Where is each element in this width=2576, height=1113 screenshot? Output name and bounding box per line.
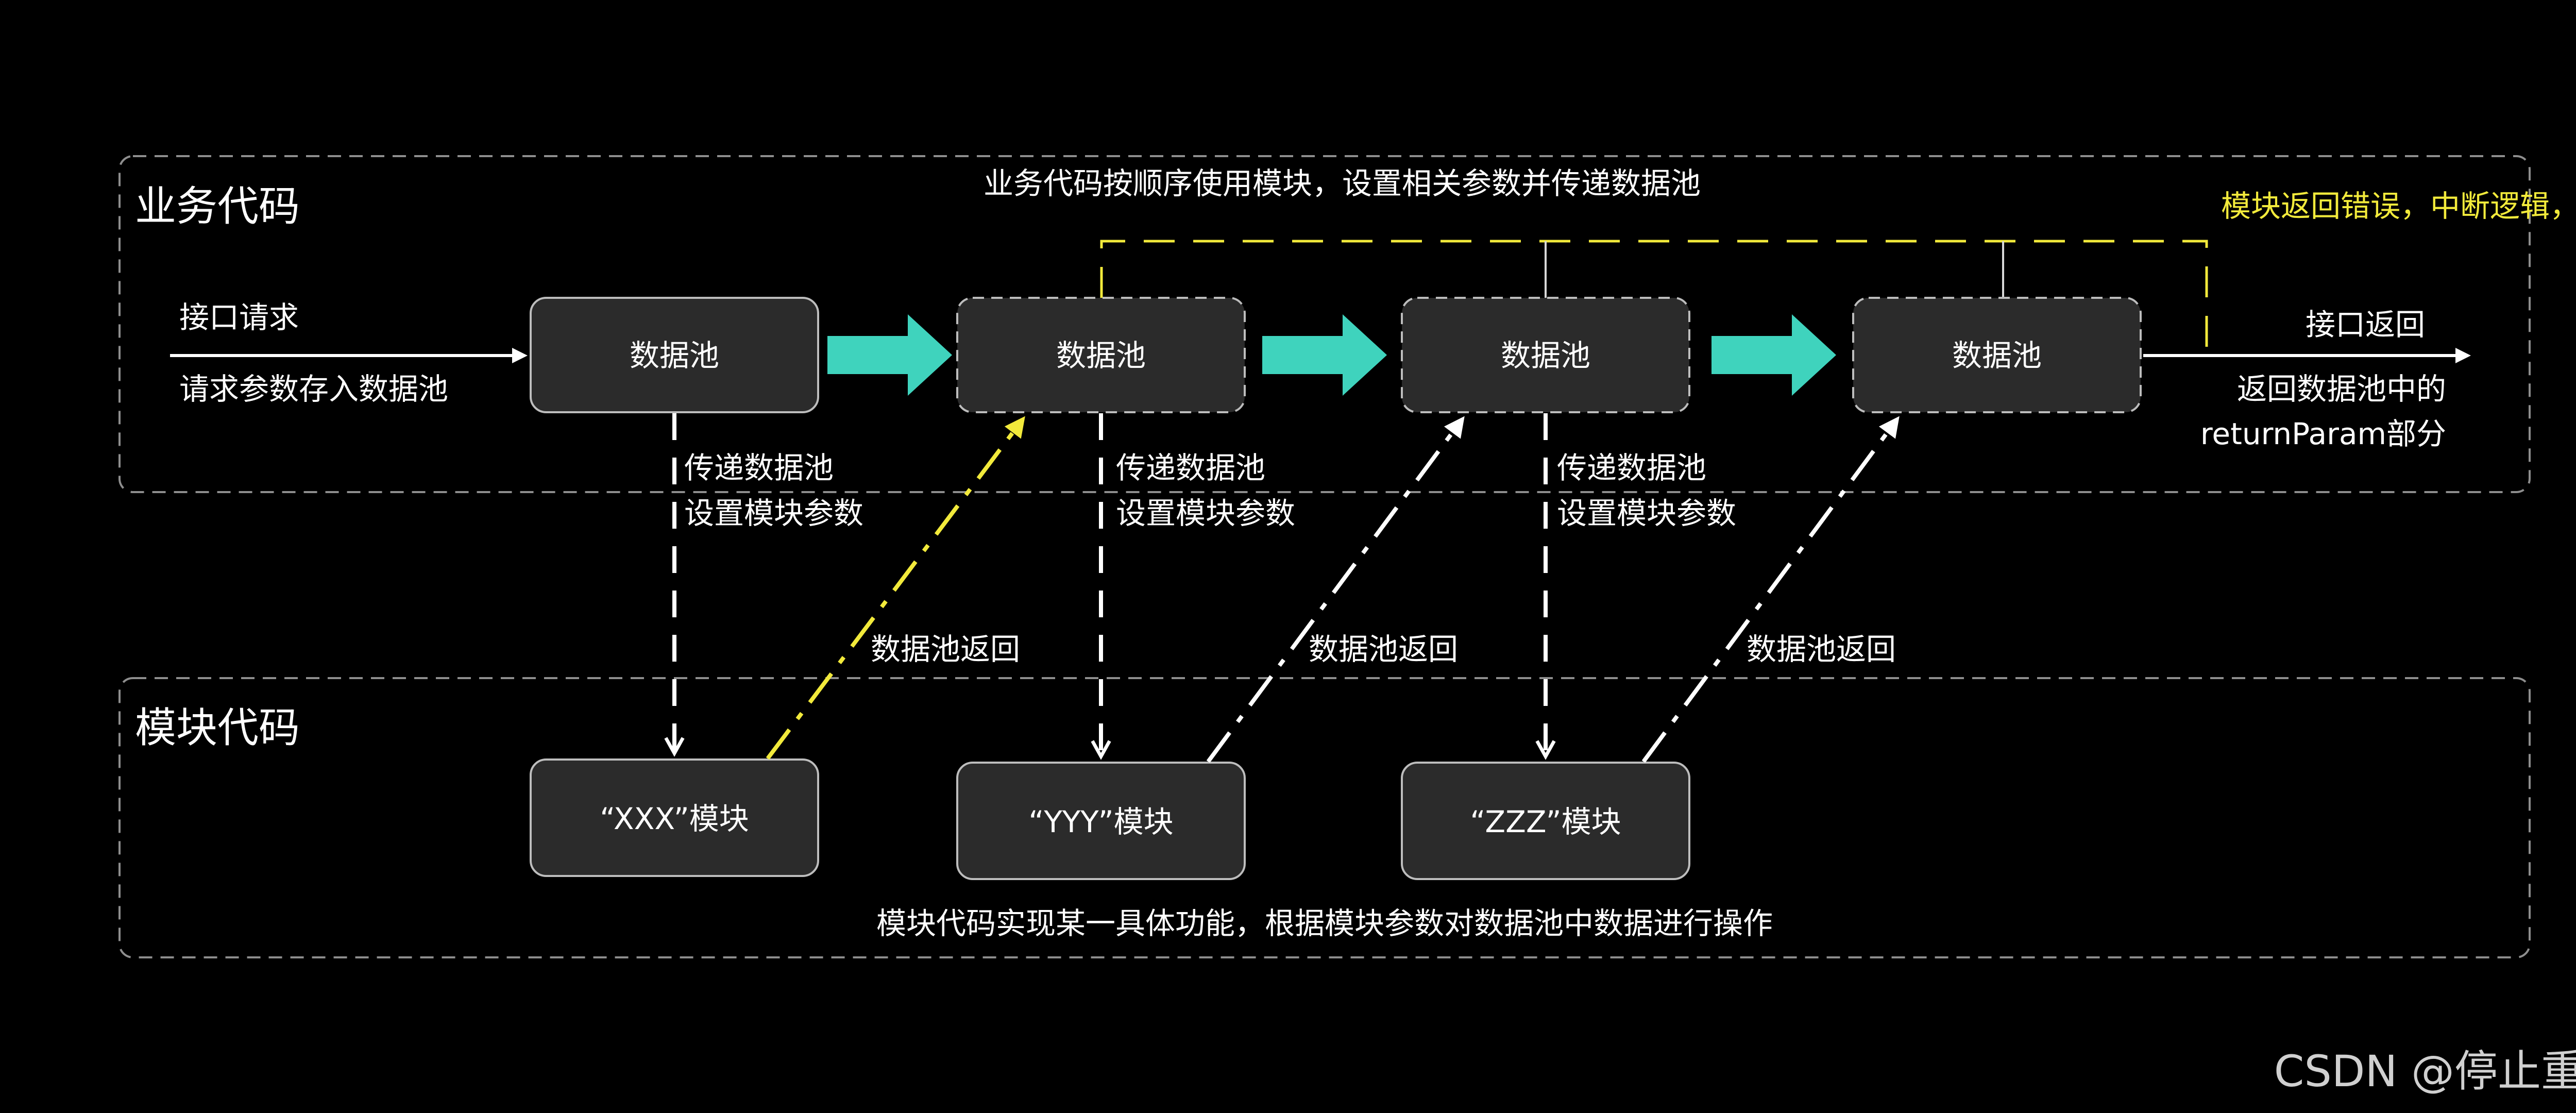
return-label: 接口返回 (2306, 307, 2425, 342)
pool-return-arrow-3 (1641, 416, 1900, 763)
data-pool-3: 数据池 (1401, 297, 1690, 413)
pass-label-3a: 传递数据池 (1557, 450, 1706, 485)
pool-return-label-2: 数据池返回 (1309, 632, 1458, 667)
svg-text:“YYY”模块: “YYY”模块 (1028, 804, 1173, 839)
pool-return-arrow-2 (1206, 416, 1465, 763)
pool-return-label-1: 数据池返回 (871, 632, 1020, 667)
business-code-title: 业务代码 (135, 182, 300, 230)
data-pool-4: 数据池 (1852, 297, 2142, 413)
module-zzz: “ZZZ”模块 (1401, 762, 1690, 880)
sequence-arrow-3 (1711, 314, 1836, 396)
svg-text:数据池: 数据池 (1056, 338, 1146, 373)
svg-text:“ZZZ”模块: “ZZZ”模块 (1470, 804, 1621, 839)
data-pool-1: 数据池 (530, 297, 819, 413)
request-description: 请求参数存入数据池 (179, 372, 448, 407)
request-label: 接口请求 (179, 300, 299, 335)
error-return-line (1100, 240, 2208, 355)
pass-label-2b: 设置模块参数 (1116, 496, 1295, 531)
business-code-region (118, 155, 2531, 493)
svg-text:数据池: 数据池 (630, 338, 719, 373)
sequence-arrow-1 (827, 314, 952, 396)
data-pool-2: 数据池 (956, 297, 1246, 413)
pass-label-3b: 设置模块参数 (1557, 496, 1736, 531)
svg-text:数据池: 数据池 (1501, 338, 1590, 373)
module-description: 模块代码实现某一具体功能，根据模块参数对数据池中数据进行操作 (876, 906, 1773, 941)
return-description-line2: returnParam部分 (2200, 416, 2446, 451)
module-code-title: 模块代码 (135, 704, 300, 752)
pool-return-arrow-1 (766, 416, 1025, 760)
error-return-note: 模块返回错误，中断逻辑，立刻返回 (2221, 189, 2576, 224)
business-description: 业务代码按顺序使用模块，设置相关参数并传递数据池 (984, 166, 1701, 201)
sequence-arrow-2 (1262, 314, 1387, 396)
watermark: CSDN @停止重构 (2274, 1046, 2576, 1097)
svg-text:“XXX”模块: “XXX”模块 (600, 801, 749, 836)
return-description-line1: 返回数据池中的 (2237, 372, 2446, 407)
pass-label-1a: 传递数据池 (684, 450, 834, 485)
pass-label-2a: 传递数据池 (1116, 450, 1265, 485)
svg-text:数据池: 数据池 (1952, 338, 2042, 373)
pool-return-label-3: 数据池返回 (1747, 632, 1896, 667)
module-xxx: “XXX”模块 (530, 758, 819, 877)
module-yyy: “YYY”模块 (956, 762, 1246, 880)
module-code-region (118, 677, 2531, 958)
pass-label-1b: 设置模块参数 (684, 496, 863, 531)
